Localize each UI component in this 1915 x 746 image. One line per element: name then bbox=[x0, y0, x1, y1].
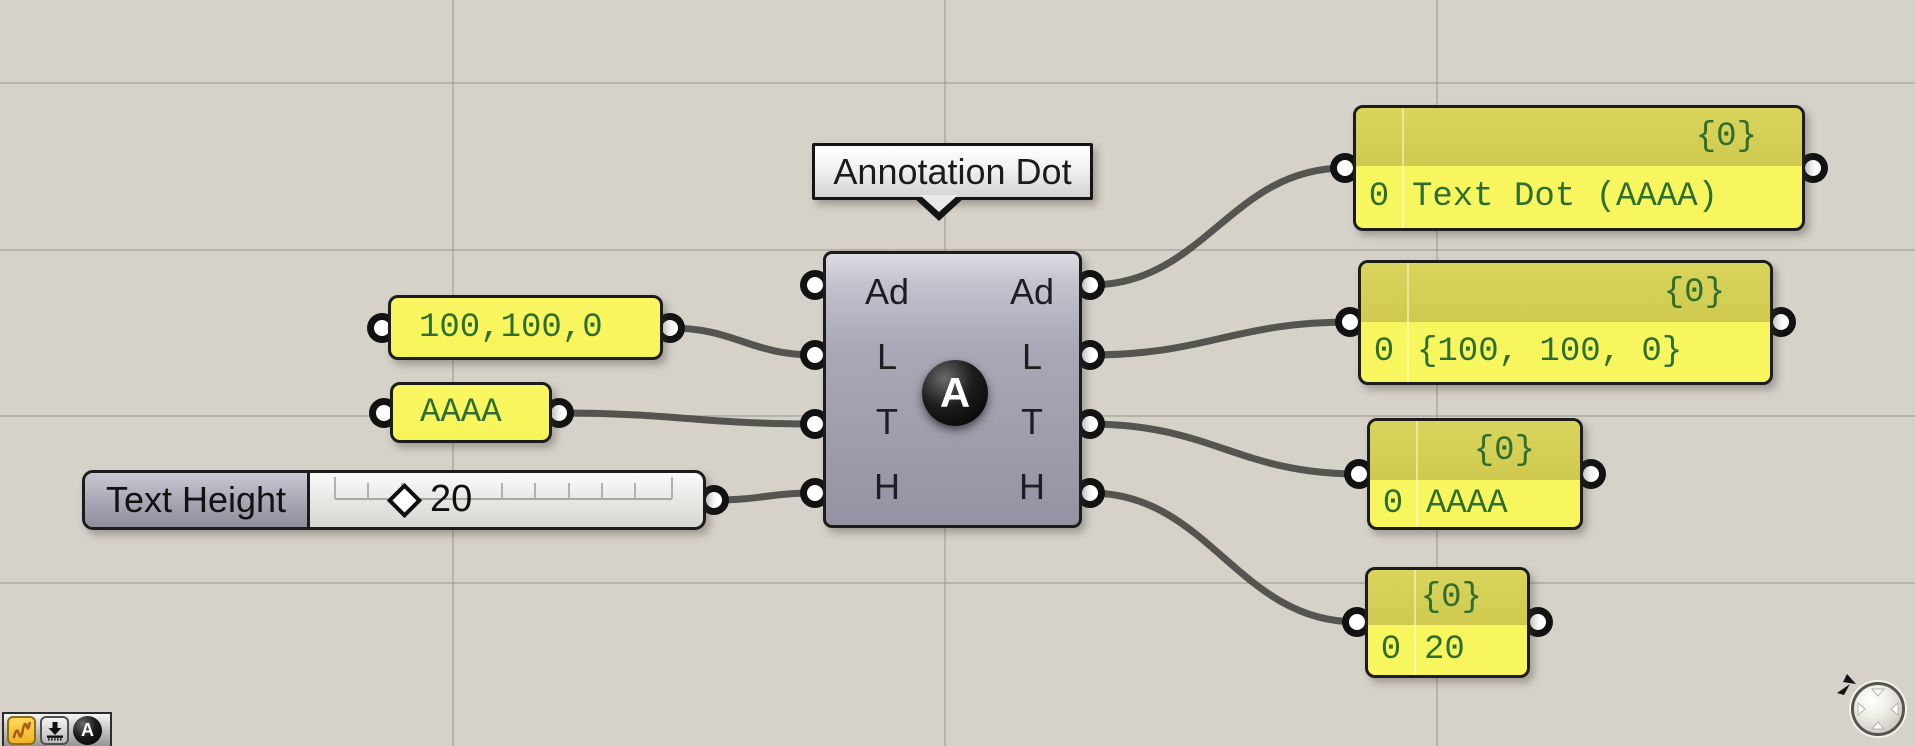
panel-point-input[interactable]: 100,100,0 bbox=[388, 295, 663, 360]
grid-line bbox=[0, 249, 1915, 251]
component-tooltip: Annotation Dot bbox=[812, 143, 1093, 221]
annotation-dot-icon[interactable]: A bbox=[73, 716, 102, 745]
branch-path: {0} bbox=[1663, 273, 1725, 312]
input-label-h[interactable]: H bbox=[874, 465, 900, 507]
output-panel-text[interactable]: {0} 0 AAAA bbox=[1367, 418, 1583, 530]
panel-row: 0 AAAA bbox=[1370, 480, 1580, 527]
param-row: T T bbox=[826, 390, 1079, 455]
row-value: Text Dot (AAAA) bbox=[1412, 178, 1719, 216]
slider-ruler bbox=[334, 477, 673, 500]
wire-ad-to-panel1[interactable] bbox=[1086, 164, 1349, 289]
row-value: 20 bbox=[1424, 631, 1465, 669]
grid-line bbox=[0, 582, 1915, 584]
number-slider[interactable]: Text Height 20 bbox=[82, 470, 706, 530]
wire-l-to-panel2[interactable] bbox=[1086, 318, 1354, 359]
index-divider bbox=[1402, 108, 1404, 228]
panel-header: {0} bbox=[1361, 263, 1770, 322]
annotation-dot-icon-letter: A bbox=[81, 720, 94, 740]
index-divider bbox=[1416, 421, 1418, 527]
slider-value: 20 bbox=[430, 478, 473, 520]
row-index: 0 bbox=[1373, 333, 1395, 371]
param-row: H H bbox=[826, 454, 1079, 519]
canvas-toolbar: A bbox=[2, 712, 112, 746]
output-label-ad[interactable]: Ad bbox=[1009, 271, 1055, 313]
row-index: 0 bbox=[1368, 178, 1390, 216]
output-panel-height[interactable]: {0} 0 20 bbox=[1365, 567, 1530, 678]
component-icon-letter: A bbox=[939, 369, 971, 416]
output-panel-dot[interactable]: {0} 0 Text Dot (AAAA) bbox=[1353, 105, 1805, 231]
row-index: 0 bbox=[1380, 631, 1402, 669]
wire-text-to-text[interactable] bbox=[555, 409, 819, 428]
canvas-trackball[interactable] bbox=[1837, 674, 1905, 736]
trackball-cursor-flag bbox=[1837, 674, 1856, 695]
input-label-t[interactable]: T bbox=[876, 400, 898, 442]
input-label-l[interactable]: L bbox=[876, 336, 898, 378]
down-arrow-glyph bbox=[46, 721, 63, 740]
panel-row: 0 20 bbox=[1368, 625, 1527, 675]
param-row: L L bbox=[826, 325, 1079, 390]
sketch-icon[interactable] bbox=[7, 716, 36, 745]
branch-path: {0} bbox=[1420, 578, 1482, 617]
trackball-arrows bbox=[1857, 688, 1899, 730]
annotation-dot-component[interactable]: Ad Ad L L T T H H A bbox=[823, 251, 1082, 528]
row-index: 0 bbox=[1382, 484, 1404, 523]
panel-point-value: 100,100,0 bbox=[419, 308, 603, 347]
grid-line bbox=[452, 0, 454, 746]
component-icon[interactable]: A bbox=[922, 360, 988, 426]
panel-row: 0 Text Dot (AAAA) bbox=[1356, 166, 1802, 228]
slider-track[interactable]: 20 bbox=[310, 473, 703, 527]
index-divider bbox=[1414, 570, 1416, 675]
grid-line bbox=[0, 82, 1915, 84]
output-panel-location[interactable]: {0} 0 {100, 100, 0} bbox=[1358, 260, 1773, 385]
panel-text-value: AAAA bbox=[420, 393, 502, 432]
output-label-l[interactable]: L bbox=[1021, 336, 1043, 378]
tooltip-label: Annotation Dot bbox=[833, 150, 1072, 192]
panel-header: {0} bbox=[1370, 421, 1580, 480]
panel-text-input[interactable]: AAAA bbox=[390, 382, 552, 443]
panel-header: {0} bbox=[1368, 570, 1527, 625]
output-label-h[interactable]: H bbox=[1019, 465, 1045, 507]
wire-h-to-panel4[interactable] bbox=[1086, 489, 1361, 626]
panel-header: {0} bbox=[1356, 108, 1802, 166]
param-row: Ad Ad bbox=[826, 260, 1079, 325]
output-label-t[interactable]: T bbox=[1021, 400, 1043, 442]
branch-path: {0} bbox=[1473, 431, 1535, 470]
tooltip-pointer bbox=[919, 195, 958, 212]
sketch-scribble bbox=[12, 721, 31, 738]
slider-label: Text Height bbox=[105, 479, 287, 520]
row-value: {100, 100, 0} bbox=[1417, 333, 1683, 371]
wire-point-to-location[interactable] bbox=[666, 324, 819, 359]
place-value-icon[interactable] bbox=[40, 716, 69, 745]
wire-t-to-panel3[interactable] bbox=[1086, 420, 1363, 478]
row-value: AAAA bbox=[1426, 484, 1508, 523]
slider-label-section[interactable]: Text Height bbox=[85, 473, 310, 527]
index-divider bbox=[1407, 263, 1409, 382]
panel-row: 0 {100, 100, 0} bbox=[1361, 322, 1770, 382]
branch-path: {0} bbox=[1695, 118, 1757, 156]
input-label-ad[interactable]: Ad bbox=[864, 271, 910, 313]
